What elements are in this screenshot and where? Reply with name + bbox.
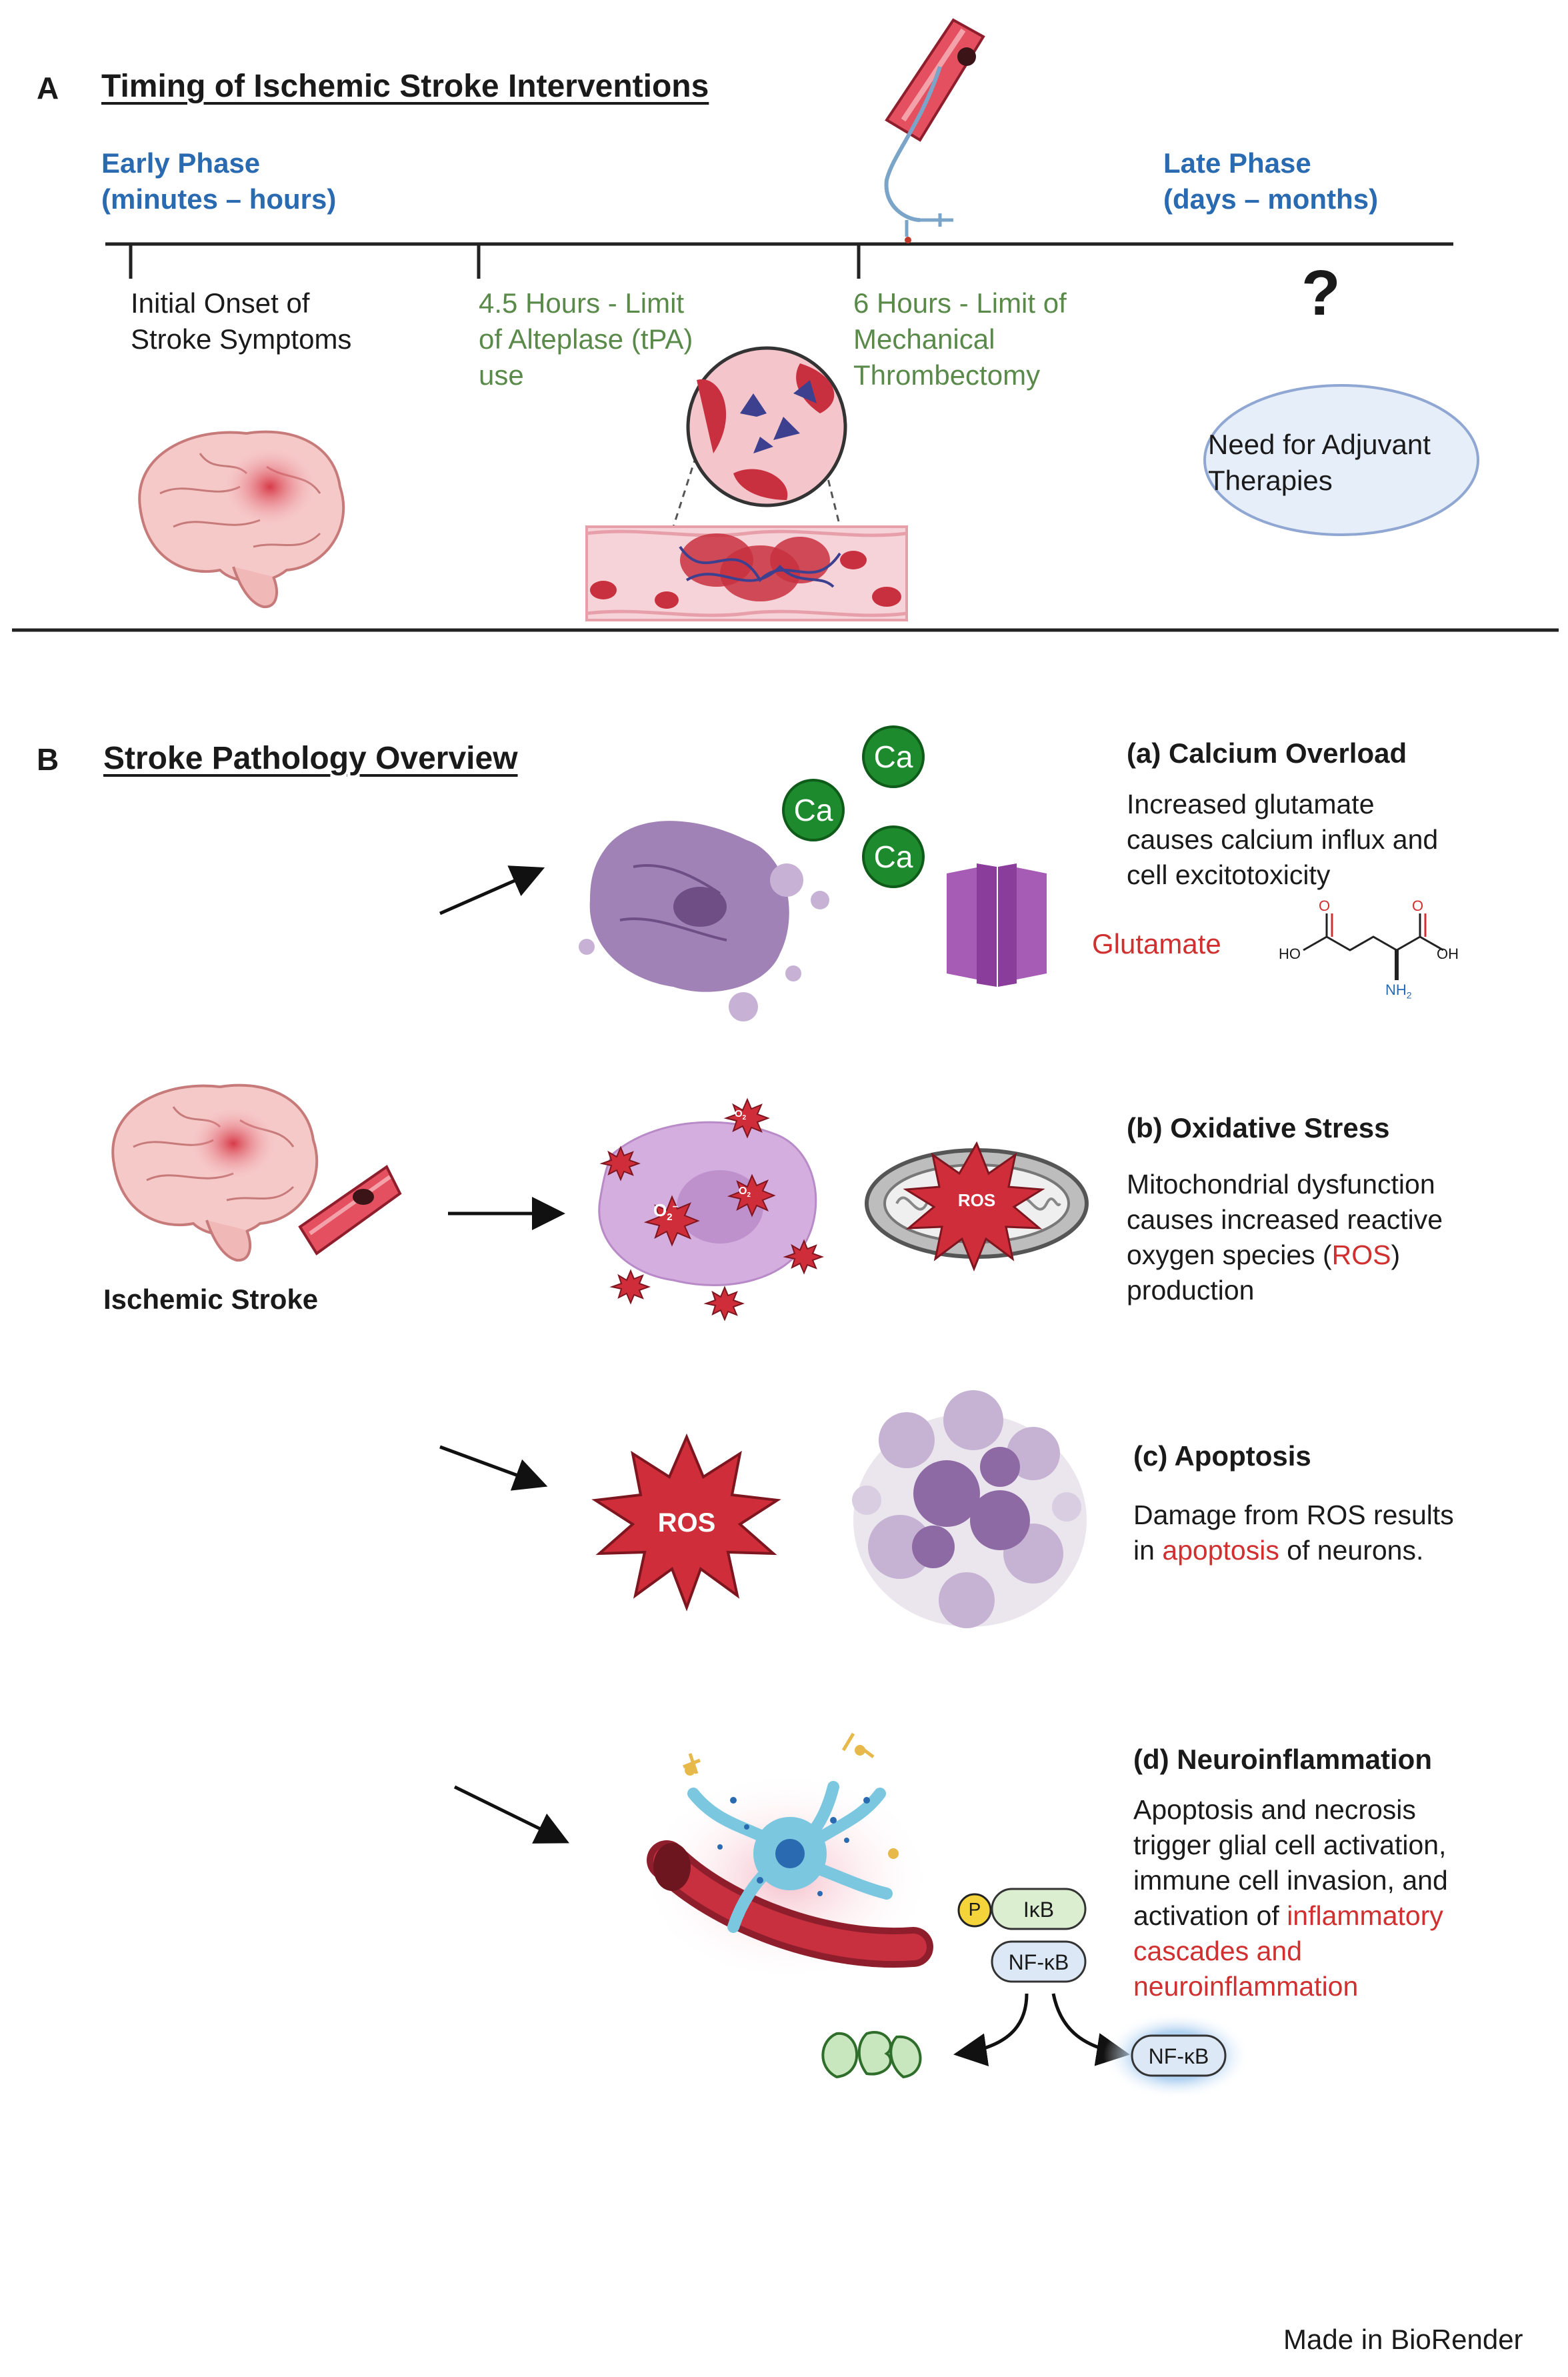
panel-a-letter: A (37, 71, 59, 105)
glutamate-label: Glutamate (1092, 928, 1221, 959)
ikb-label: IκB (1023, 1898, 1055, 1922)
apoptosis-title: (c) Apoptosis (1133, 1440, 1311, 1472)
glutamate-o-1: O (1319, 897, 1331, 914)
panel-a-title: Timing of Ischemic Stroke Interventions (101, 69, 709, 104)
glutamate-o-2: O (1412, 897, 1424, 914)
arrow-apoptosis (439, 1445, 548, 1491)
nfkb-label: NF-κB (1008, 1950, 1069, 1974)
calcium-ion-2 (782, 779, 845, 841)
adjuvant-ellipse (1203, 384, 1479, 536)
superoxide-label-1: O2 (735, 1108, 747, 1121)
arrow-neuroinflammation (453, 1785, 569, 1844)
arrow-to-dna (953, 1993, 1029, 2067)
ros-burst-label: ROS (657, 1508, 716, 1538)
ion-channel-icon (947, 863, 1047, 987)
question-mark: ? (1301, 257, 1341, 329)
degraded-ikb-icon (821, 2031, 922, 2079)
ca-label-1: Ca (873, 739, 913, 774)
superoxide-label-2: O2 (739, 1185, 751, 1200)
arrow-calcium (439, 865, 545, 915)
glutamate-ho: HO (1279, 945, 1301, 962)
nfkb-free-label: NF-κB (1148, 2044, 1209, 2068)
neuroinflammation-scene (640, 1732, 933, 1974)
p-label: P (968, 1899, 981, 1920)
superoxide-label-big: O2− (653, 1200, 679, 1224)
catheter-vessel-icon (884, 18, 985, 243)
p-circle (957, 1893, 992, 1928)
panel-b-letter: B (37, 742, 59, 777)
neuro-body: Apoptosis and necrosis trigger glial cel… (1133, 1794, 1448, 2002)
brain-b-icon (111, 1083, 319, 1262)
oxidative-title: (b) Oxidative Stress (1127, 1112, 1390, 1143)
mitochondrion-icon (865, 1141, 1089, 1272)
apoptotic-cells-icon (852, 1390, 1087, 1628)
oxidative-body: Mitochondrial dysfunction causes increas… (1127, 1169, 1443, 1306)
stressed-cell-icon (598, 1121, 817, 1286)
calcium-title: (a) Calcium Overload (1127, 737, 1407, 769)
glutamate-oh: OH (1437, 945, 1459, 962)
panel-b-title: Stroke Pathology Overview (103, 741, 518, 776)
late-phase-label: Late Phase(days – months) (1163, 147, 1379, 215)
superoxide-bursts (599, 1097, 824, 1322)
nfkb-pill (991, 1940, 1087, 1983)
vessel-b-icon (298, 1165, 402, 1256)
brain-icon (138, 430, 345, 609)
calcium-ion-1 (862, 725, 925, 788)
nfkb-free-pill (1131, 2034, 1227, 2077)
glutamate-nh2: NH2 (1385, 981, 1412, 1001)
neuro-title: (d) Neuroinflammation (1133, 1744, 1432, 1775)
footer-credit: Made in BioRender (1283, 2324, 1523, 2355)
calcium-ion-3 (862, 825, 925, 888)
glutamate-molecule (1303, 913, 1444, 980)
mito-ros-label: ROS (957, 1190, 996, 1210)
damaged-cell-icon (579, 821, 829, 1021)
apoptosis-body: Damage from ROS results in apoptosis of … (1133, 1500, 1454, 1566)
clot-magnifier-icon (585, 346, 908, 621)
ca-label-2: Ca (793, 793, 833, 827)
early-phase-label: Early Phase(minutes – hours) (101, 147, 337, 215)
ikb-pill (991, 1888, 1087, 1930)
ca-label-3: Ca (873, 839, 913, 874)
ros-burst-icon (591, 1433, 781, 1612)
ischemic-stroke-label: Ischemic Stroke (103, 1284, 319, 1315)
